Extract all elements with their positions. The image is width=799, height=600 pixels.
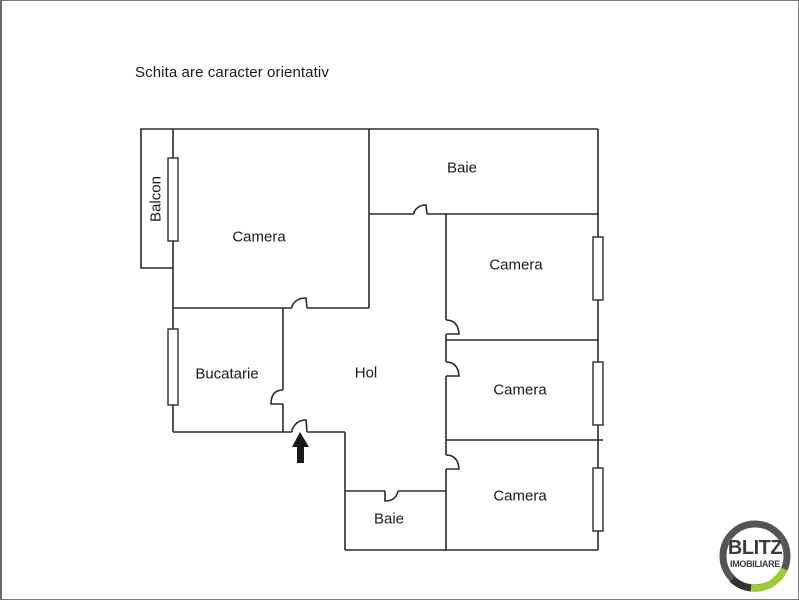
door-kitchen	[270, 389, 284, 405]
window-camera-right-2	[592, 361, 604, 426]
window-camera-right-1	[592, 236, 604, 301]
room-label-balcon: Balcon	[147, 176, 165, 222]
door-camera	[291, 297, 308, 309]
room-label-baie-top: Baie	[446, 159, 478, 177]
window-camera-right-3	[592, 467, 604, 532]
window-kitchen	[167, 328, 179, 406]
logo-ring-icon	[719, 520, 791, 592]
door-camera-right-2	[445, 361, 460, 377]
logo-brand: BLITZ	[727, 537, 783, 559]
logo-subtitle: IMOBILIARE	[730, 559, 780, 569]
room-label-camera-right-1: Camera	[489, 256, 543, 274]
balcony-wall	[140, 128, 173, 269]
blitz-logo: BLITZ IMOBILIARE	[718, 519, 792, 593]
room-label-camera-main: Camera	[232, 228, 286, 246]
door-camera-right-1	[445, 319, 460, 335]
door-entrance	[291, 419, 308, 433]
frame-left-edge	[0, 0, 2, 600]
room-label-camera-right-2: Camera	[493, 381, 547, 399]
entrance-arrow-icon	[292, 432, 309, 463]
window-balcon	[167, 157, 179, 242]
room-label-bucatarie: Bucatarie	[195, 365, 259, 383]
room-label-baie-bottom: Baie	[373, 510, 405, 528]
door-baie-bottom	[384, 490, 399, 502]
room-label-camera-right-3: Camera	[493, 487, 547, 505]
room-label-hol: Hol	[354, 364, 378, 382]
door-baie-top	[413, 204, 428, 215]
door-camera-right-3	[445, 454, 460, 470]
disclaimer-note: Schita are caracter orientativ	[135, 64, 329, 81]
